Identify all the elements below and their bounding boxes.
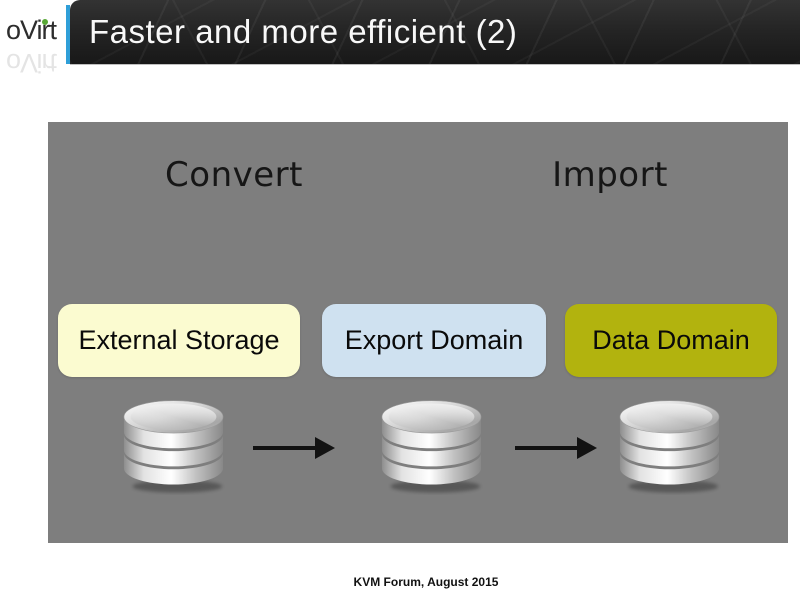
arrow-import-icon bbox=[515, 437, 597, 459]
ovirt-logo-text: oVirt bbox=[6, 15, 57, 45]
ovirt-logo: oVirt oVirt bbox=[0, 0, 66, 80]
header-bar: Faster and more efficient (2) bbox=[70, 0, 800, 64]
ovirt-logo-green-dot bbox=[42, 19, 48, 25]
arrow-shaft bbox=[515, 446, 577, 450]
database-icon bbox=[616, 394, 723, 495]
database-icon bbox=[120, 394, 227, 495]
accent-divider bbox=[66, 5, 70, 64]
stage-label-import: Import bbox=[552, 155, 668, 195]
ovirt-logo-reflection: oVirt bbox=[6, 48, 57, 78]
arrow-head bbox=[315, 437, 335, 459]
node-data-domain: Data Domain bbox=[565, 304, 777, 377]
node-export-domain: Export Domain bbox=[322, 304, 546, 377]
arrow-convert-icon bbox=[253, 437, 335, 459]
footer-caption: KVM Forum, August 2015 bbox=[353, 575, 499, 589]
arrow-head bbox=[577, 437, 597, 459]
database-icon bbox=[378, 394, 485, 495]
node-external-storage: External Storage bbox=[58, 304, 300, 377]
slide-title: Faster and more efficient (2) bbox=[89, 13, 518, 50]
arrow-shaft bbox=[253, 446, 315, 450]
stage-label-convert: Convert bbox=[165, 155, 303, 195]
